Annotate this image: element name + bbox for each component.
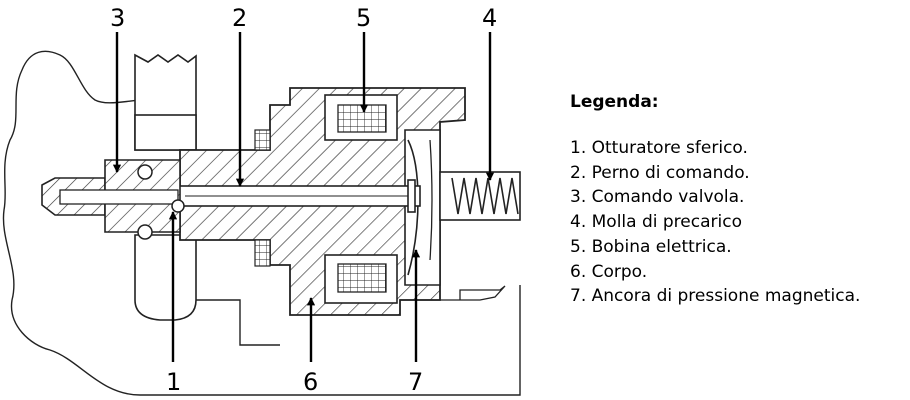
legend-item: 4. Molla di precarico (570, 212, 742, 233)
preload-spring (451, 177, 519, 215)
seal-block-lower (254, 239, 271, 267)
callout-5: 5 (356, 4, 371, 32)
pin-collar (407, 179, 416, 213)
legend-title: Legenda: (570, 92, 659, 112)
legend: Legenda: 1. Otturatore sferico. 2. Perno… (570, 92, 910, 309)
terminal-wire (400, 285, 506, 301)
seal-block-upper (254, 129, 271, 151)
legend-item: 3. Comando valvola. (570, 187, 745, 208)
legend-list: 1. Otturatore sferico. 2. Perno di coman… (570, 136, 910, 309)
coil-upper-winding (337, 104, 387, 133)
coil-lower-winding (337, 263, 387, 293)
legend-item: 5. Bobina elettrica. (570, 236, 732, 257)
ball-shutter (171, 199, 185, 213)
lower-bracket (196, 299, 280, 346)
armature-curve (429, 139, 433, 261)
callout-1: 1 (166, 368, 181, 396)
nut-collar (134, 114, 197, 151)
callout-6: 6 (303, 368, 318, 396)
callout-2: 2 (232, 4, 247, 32)
lower-shank (134, 234, 197, 321)
solenoid-valve-diagram: 3 2 5 4 1 6 7 (2, 4, 521, 396)
legend-item: 6. Corpo. (570, 261, 648, 282)
ball-lower (137, 224, 153, 240)
legend-item: 7. Ancora di pressione magnetica. (570, 286, 861, 307)
callout-3: 3 (110, 4, 125, 32)
valve-command-bore (59, 189, 179, 205)
legend-item: 1. Otturatore sferico. (570, 138, 748, 158)
ball-upper (137, 164, 153, 180)
callout-4: 4 (482, 4, 497, 32)
legend-item: 2. Perno di comando. (570, 162, 750, 183)
callout-7: 7 (408, 368, 423, 396)
